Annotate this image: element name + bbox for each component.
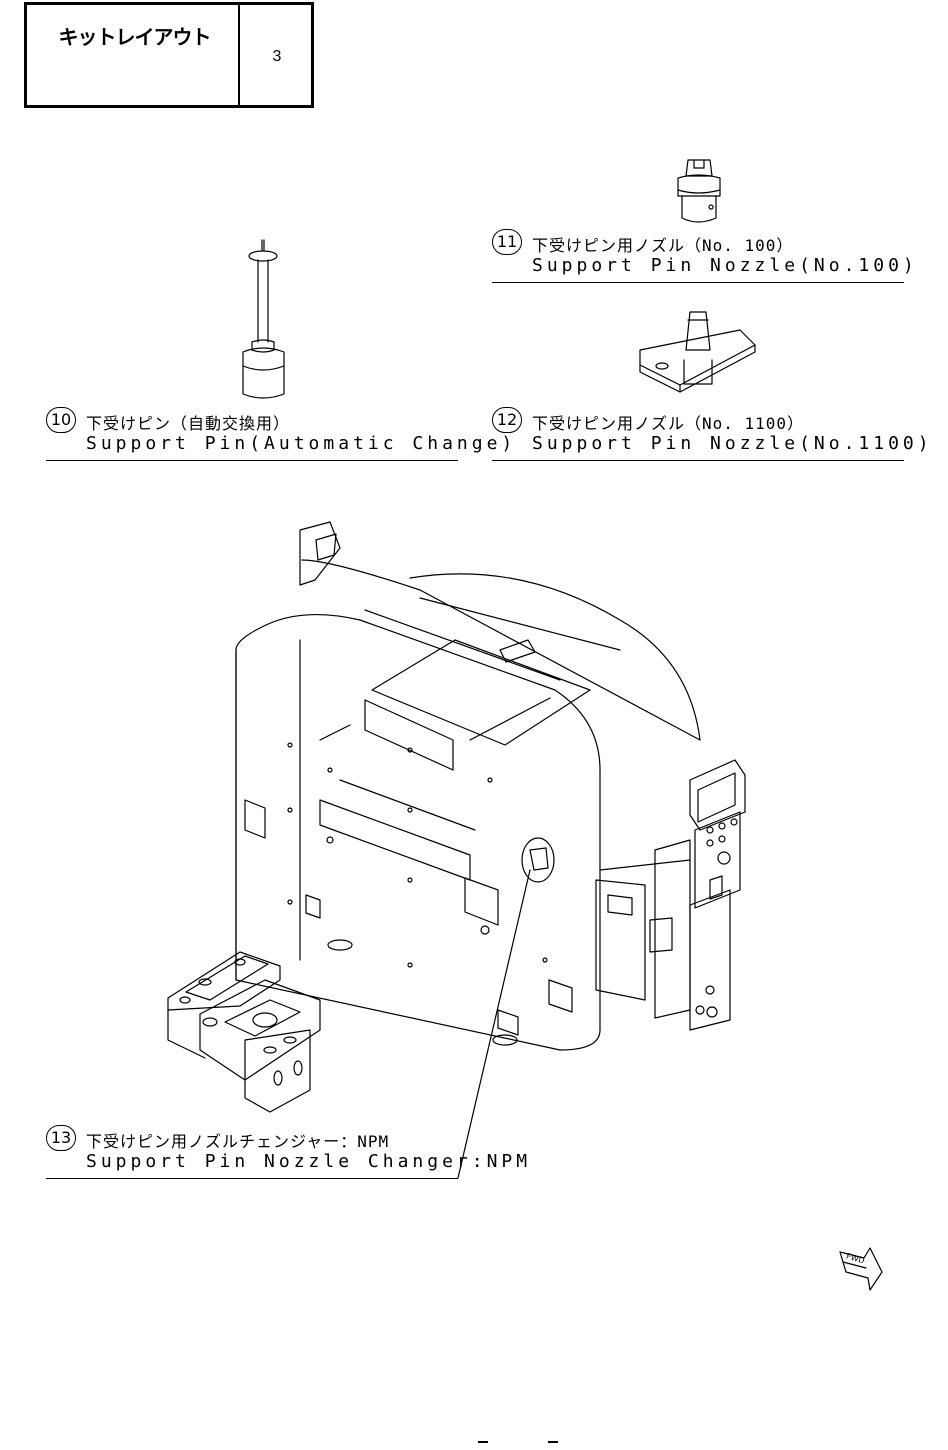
footer-mark-right xyxy=(548,1441,558,1443)
caption-underline xyxy=(46,460,458,461)
support-pin-illustration xyxy=(243,240,284,398)
nozzle-no1100-illustration xyxy=(640,312,755,392)
caption-japanese: 下受けピン（自動交換用） xyxy=(86,410,290,434)
item-number-badge: 13 xyxy=(46,1125,76,1151)
caption-english: Support Pin(Automatic Change) xyxy=(86,433,516,454)
caption-english: Support Pin Nozzle Changer:NPM xyxy=(86,1151,531,1172)
caption-japanese: 下受けピン用ノズル（No. 100） xyxy=(532,232,793,256)
nozzle-changer-illustration xyxy=(168,952,320,1112)
caption-japanese: 下受けピン用ノズルチェンジャー：NPM xyxy=(86,1128,389,1152)
item-number-badge: 11 xyxy=(492,229,522,255)
caption-english: Support Pin Nozzle(No.1100) xyxy=(532,433,933,454)
caption-underline xyxy=(492,460,904,461)
callout-leader-line xyxy=(458,870,530,1178)
caption-underline xyxy=(46,1178,458,1179)
item-number-badge: 12 xyxy=(492,407,522,433)
item-number-badge: 10 xyxy=(46,407,76,433)
caption-underline xyxy=(492,282,904,283)
footer-mark-left xyxy=(478,1441,488,1443)
npm-machine-illustration xyxy=(236,522,745,1050)
caption-japanese: 下受けピン用ノズル（No. 1100） xyxy=(532,410,804,434)
caption-english: Support Pin Nozzle(No.100) xyxy=(532,255,918,276)
nozzle-no100-illustration xyxy=(678,160,720,222)
